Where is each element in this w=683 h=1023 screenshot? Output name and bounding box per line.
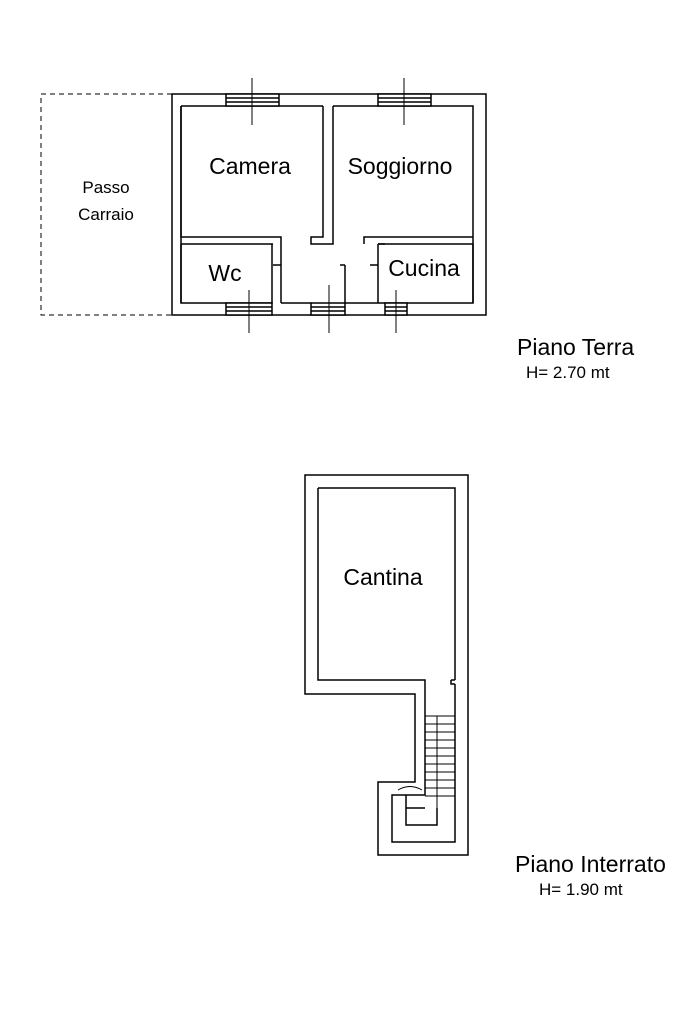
room-label-passo-line2: Carraio	[78, 205, 134, 224]
cucina-walls	[377, 243, 474, 304]
room-label-passo-line1: Passo	[82, 178, 129, 197]
door-entrance	[310, 302, 346, 316]
camera-walls	[180, 106, 334, 245]
room-label-cucina: Cucina	[388, 255, 460, 281]
corridor-walls	[281, 264, 378, 304]
room-label-cantina: Cantina	[343, 564, 422, 590]
basement-title-block: Piano Interrato H= 1.90 mt	[515, 851, 683, 900]
ground-floor-plan	[40, 78, 487, 333]
axis-markers	[248, 78, 405, 333]
passo-carraio-outline	[40, 93, 172, 316]
room-label-wc: Wc	[208, 260, 241, 286]
stair-core	[405, 795, 438, 826]
room-label-soggiorno: Soggiorno	[348, 153, 453, 179]
basement-plan	[304, 474, 469, 856]
cantina-inner-wall	[317, 487, 456, 716]
stair-steps	[397, 715, 455, 808]
ground-floor-title: Piano Terra	[517, 334, 635, 360]
room-label-camera: Camera	[209, 153, 291, 179]
basement-title: Piano Interrato	[515, 851, 666, 877]
stair-walls	[391, 680, 456, 843]
ground-floor-title-block: Piano Terra H= 2.70 mt	[517, 334, 634, 383]
soggiorno-walls	[363, 236, 473, 245]
ground-floor-height: H= 2.70 mt	[526, 363, 610, 382]
basement-height: H= 1.90 mt	[539, 880, 623, 899]
basement-outer-wall	[304, 474, 469, 856]
